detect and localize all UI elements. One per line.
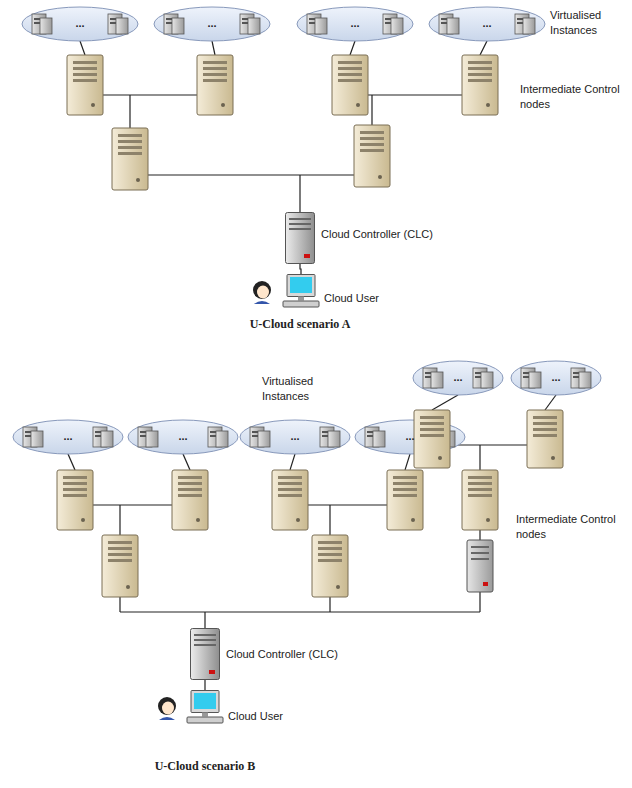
ellipsis: ... [171,431,195,442]
ellipsis: ... [544,372,568,383]
network-link [300,264,301,274]
ellipsis: ... [398,431,422,442]
ellipsis: ... [283,431,307,442]
user-computer: Cloud User [186,690,224,724]
node-label: Cloud User [324,292,379,304]
network-link [204,680,205,690]
ellipsis: ... [446,372,470,383]
annotation: Intermediate Control nodes [516,512,628,542]
user-computer: Cloud User [282,274,320,308]
node-label: Cloud User [228,710,283,722]
cloud-controller: Cloud Controller (CLC) [190,628,220,680]
node-label: Cloud Controller (CLC) [321,228,433,240]
scenario-caption: U-Cloud scenario B [105,758,305,774]
annotation: Intermediate Control nodes [520,82,628,112]
ellipsis: ... [56,431,80,442]
scenario-caption: U-Cloud scenario A [200,316,400,332]
ellipsis: ... [68,18,92,29]
ellipsis: ... [343,18,367,29]
ellipsis: ... [200,18,224,29]
node-label: Cloud Controller (CLC) [226,648,338,660]
cloud-controller: Cloud Controller (CLC) [285,212,315,264]
annotation: Virtualised Instances [550,8,628,38]
ellipsis: ... [475,18,499,29]
annotation: Virtualised Instances [262,374,342,404]
